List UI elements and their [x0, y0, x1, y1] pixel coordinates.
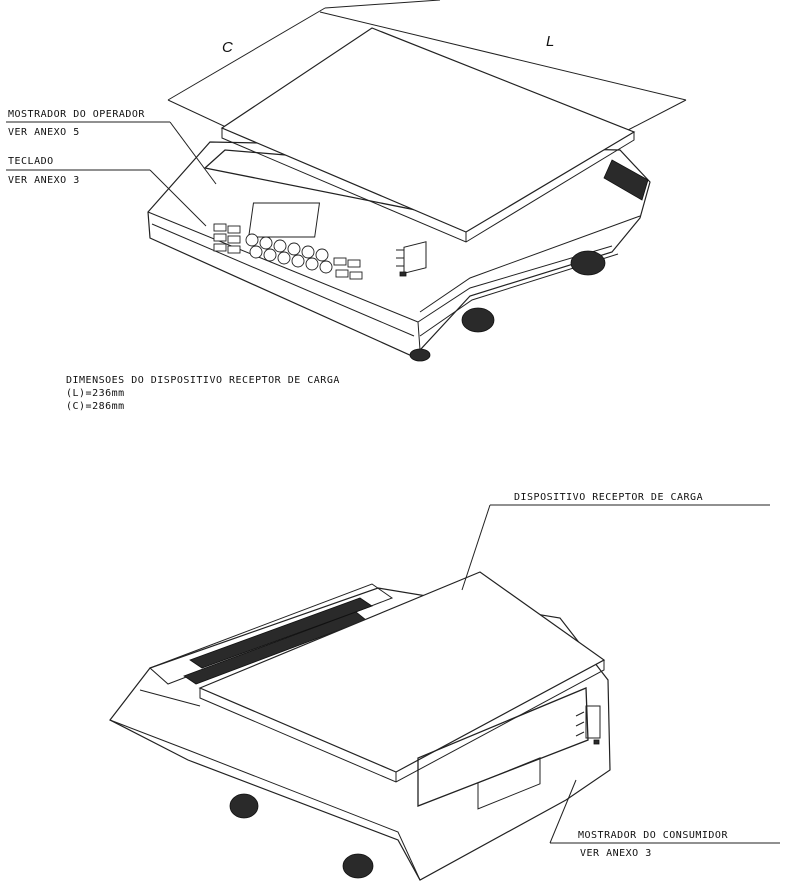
- dimension-width: (C)=286mm: [66, 401, 125, 412]
- dimension-label-l: L: [546, 33, 554, 50]
- side-band: [603, 159, 649, 201]
- operator-display-window: [248, 202, 321, 238]
- dimension-length: (L)=236mm: [66, 388, 125, 399]
- status-indicators: [396, 241, 427, 277]
- keyboard[interactable]: [213, 223, 363, 280]
- load-receptor-label: DISPOSITIVO RECEPTOR DE CARGA: [514, 492, 703, 503]
- operator-display-ref: VER ANEXO 5: [8, 127, 80, 138]
- customer-display-window: [477, 757, 541, 810]
- customer-indicators: [575, 705, 601, 745]
- scale-feet: [409, 250, 606, 362]
- dimensions-heading: DIMENSOES DO DISPOSITIVO RECEPTOR DE CAR…: [66, 375, 340, 386]
- scale-feet-rear: [229, 793, 374, 879]
- customer-display-label: MOSTRADOR DO CONSUMIDOR: [578, 830, 728, 841]
- operator-display-label: MOSTRADOR DO OPERADOR: [8, 109, 145, 120]
- callouts-bottom: [461, 504, 780, 844]
- scale-rear-view: [109, 571, 611, 881]
- callouts-top: [6, 121, 217, 227]
- customer-display-panel: [417, 687, 589, 807]
- keyboard-label: TECLADO: [8, 156, 54, 167]
- dimension-label-c: C: [222, 39, 233, 56]
- customer-display-ref: VER ANEXO 3: [580, 848, 652, 859]
- dimension-lines: [167, 0, 687, 131]
- keyboard-ref: VER ANEXO 3: [8, 175, 80, 186]
- scale-front-view: C L: [147, 0, 687, 362]
